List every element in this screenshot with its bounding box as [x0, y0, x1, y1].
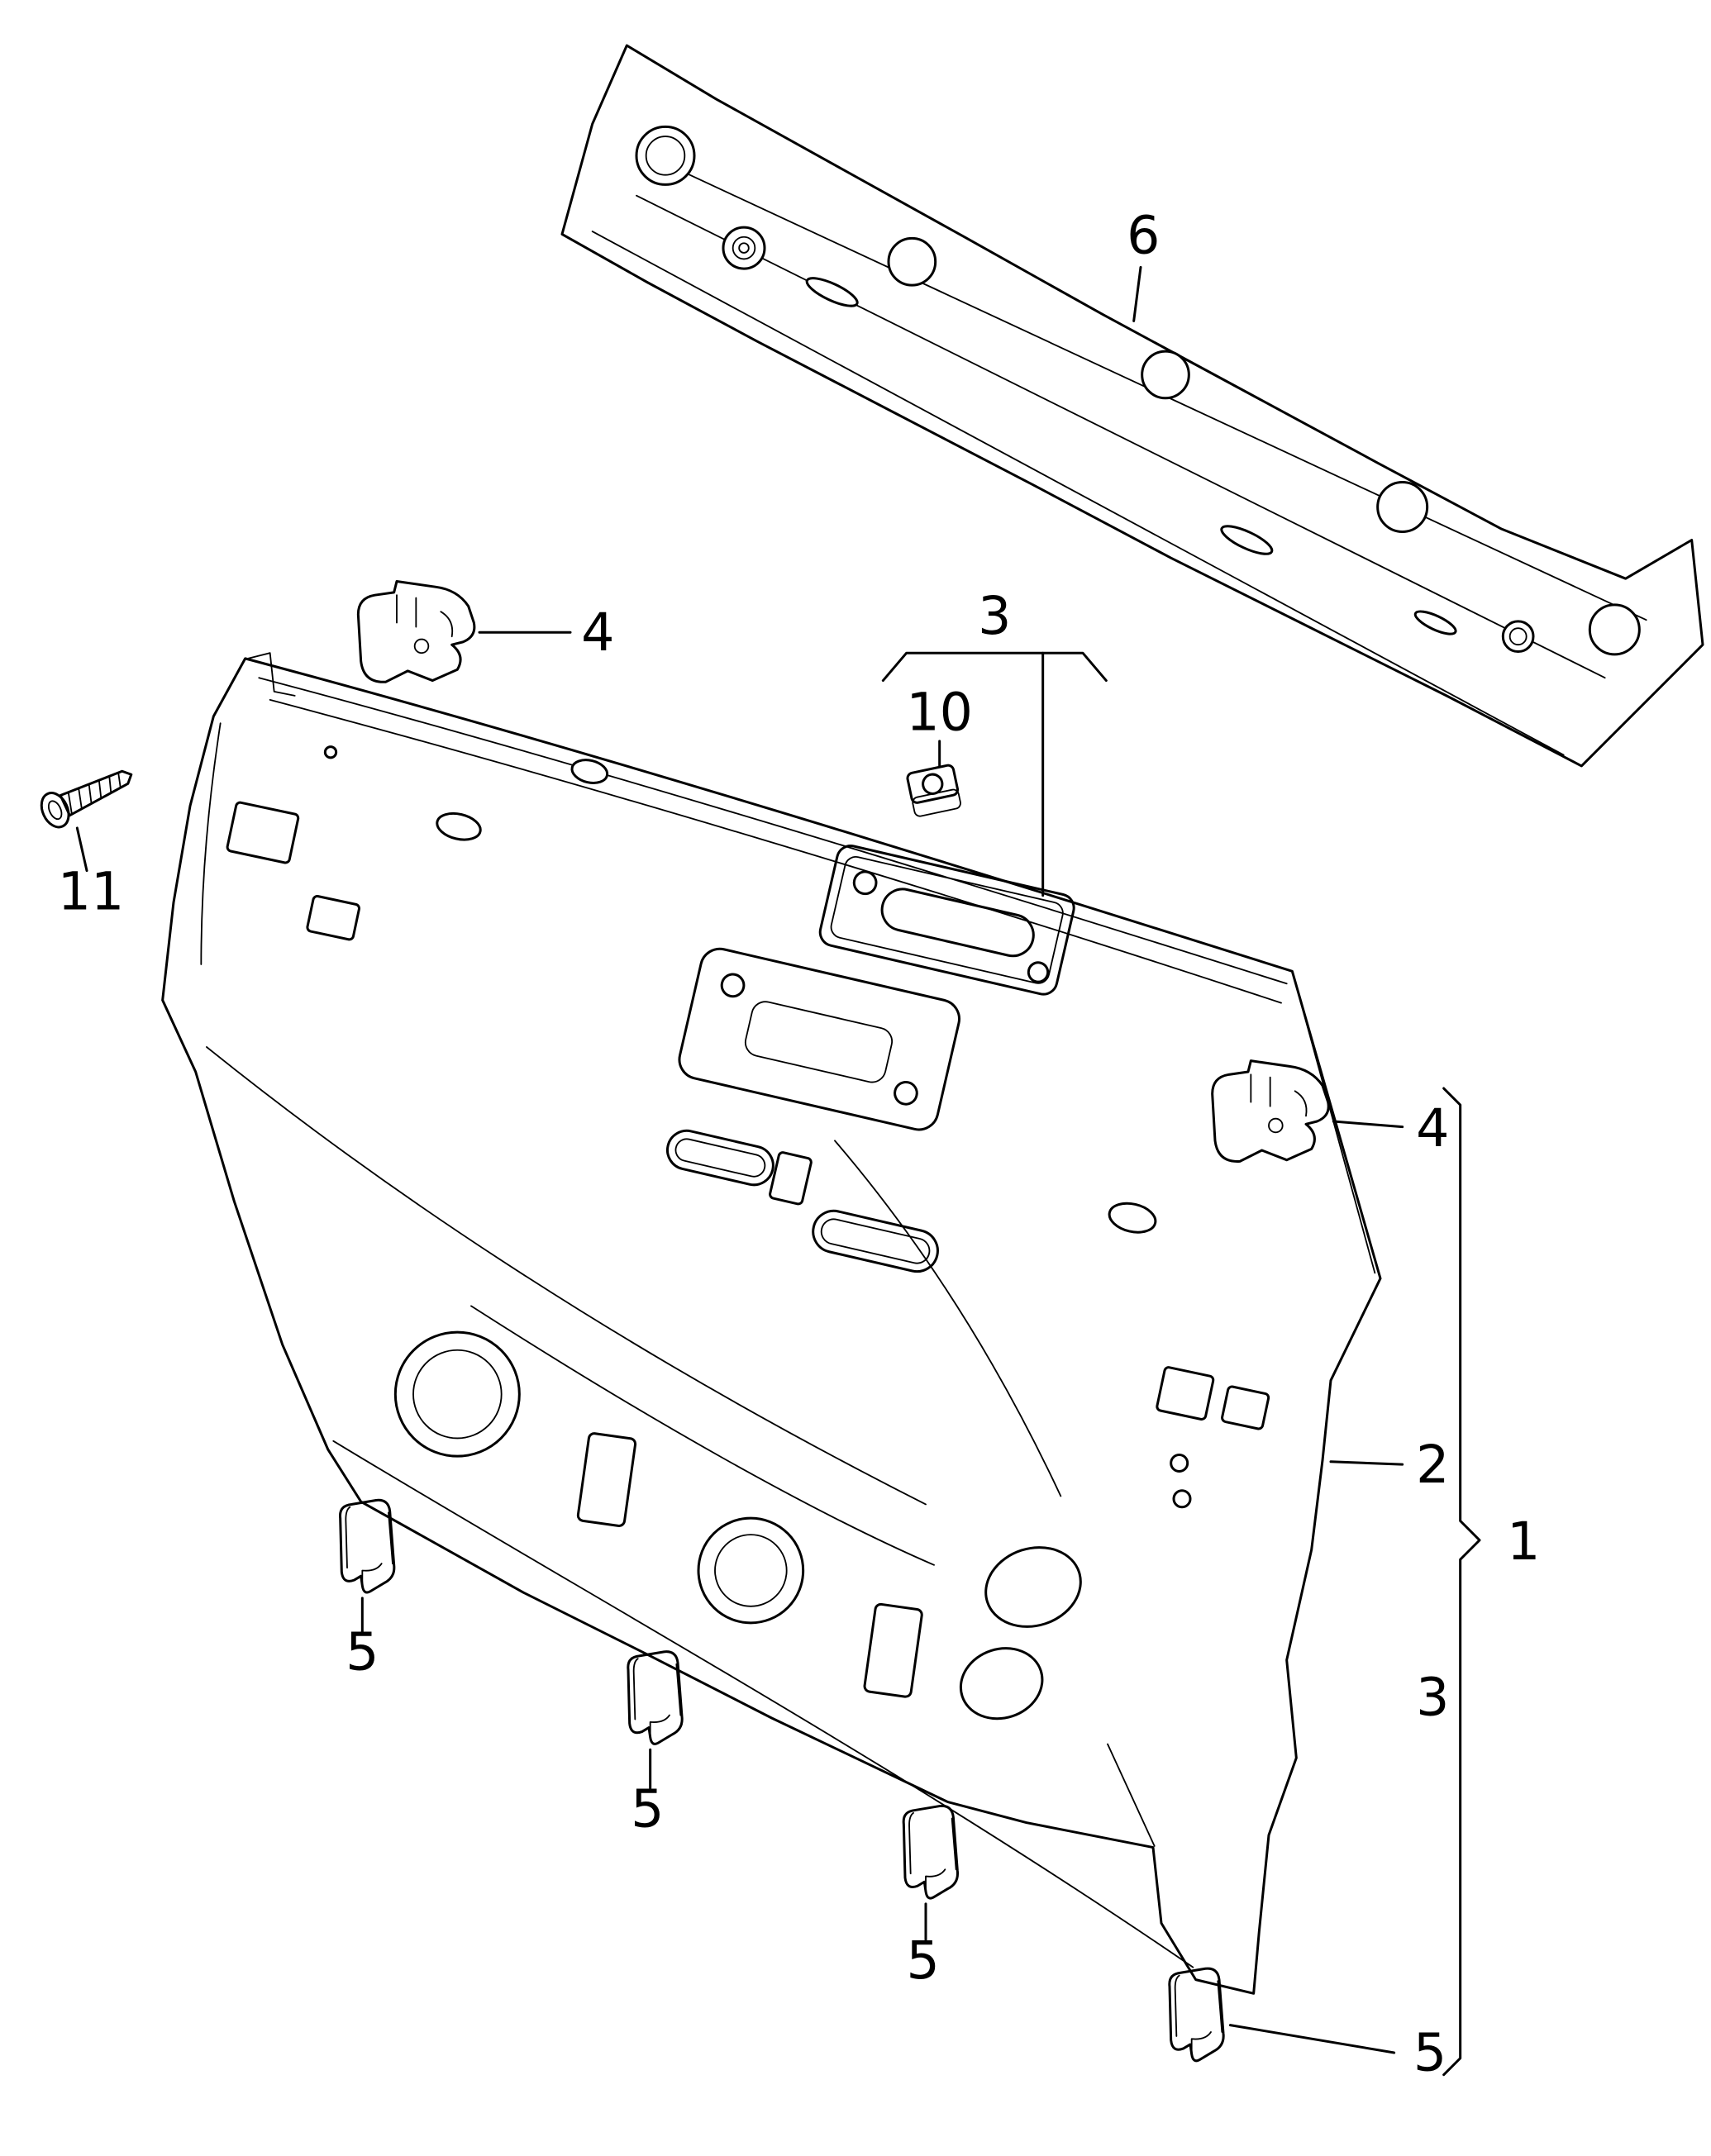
- group1-brace: [1442, 1087, 1481, 2077]
- leader-line-part4-right: [1332, 1120, 1404, 1129]
- bracket-part4-left: [356, 580, 476, 683]
- callout-part2: 2: [1416, 1434, 1449, 1495]
- leader-line-part5-4: [1228, 2024, 1396, 2054]
- clip-part5-4: [1168, 1967, 1225, 2063]
- callout-group3-right: 3: [1416, 1667, 1449, 1728]
- group3-bracket-line: [881, 651, 1108, 683]
- callout-part5-1: 5: [346, 1621, 379, 1682]
- callout-part5-2: 5: [631, 1778, 664, 1840]
- callout-part11: 11: [58, 860, 125, 921]
- clip-part5-3: [902, 1804, 960, 1900]
- nut-part10: [906, 764, 961, 817]
- rear-panel-part2: [161, 652, 1382, 1995]
- clip-part5-1: [338, 1498, 396, 1594]
- callout-part5-3: 5: [907, 1930, 940, 1991]
- retainer-plate-part3: [818, 845, 1075, 996]
- leader-line-part2: [1329, 1460, 1404, 1466]
- cowl-panel-part6: [560, 44, 1704, 768]
- callout-part10: 10: [906, 682, 973, 743]
- clip-part5-2: [627, 1650, 684, 1745]
- callout-part5-4: 5: [1413, 2022, 1446, 2083]
- callout-part4-right: 4: [1416, 1097, 1449, 1159]
- bracket-part4-right: [1211, 1059, 1330, 1163]
- leader-line-part11: [75, 826, 88, 873]
- callout-group3: 3: [978, 585, 1011, 646]
- leader-line-part6: [1132, 265, 1142, 322]
- screw-part11: [40, 769, 133, 829]
- callout-part4-left: 4: [581, 602, 614, 663]
- callout-part1: 1: [1507, 1511, 1540, 1572]
- callout-part6: 6: [1127, 205, 1160, 266]
